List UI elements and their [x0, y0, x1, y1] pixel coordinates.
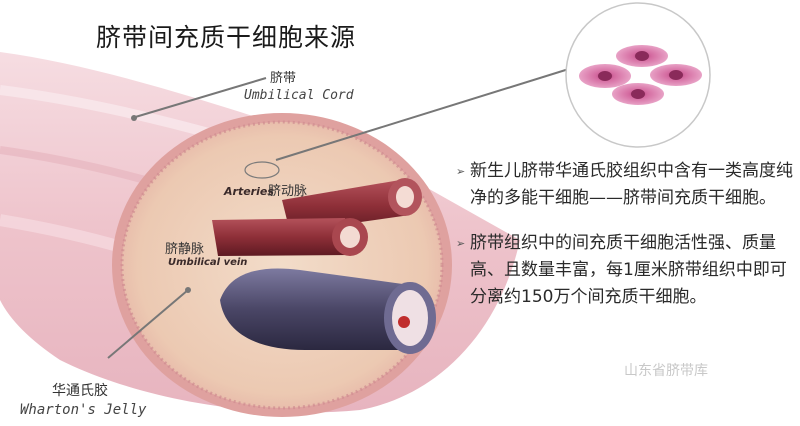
- stem-cell: [579, 64, 631, 88]
- stem-cells-magnified: [565, 2, 711, 148]
- label-cord-zh: 脐带: [270, 71, 297, 86]
- umbilical-vein: [220, 268, 436, 354]
- sample-region: [244, 161, 280, 179]
- description-text: 脐带组织中的间充质干细胞活性强、质量高、且数量丰富，每1厘米脐带组织中即可分离约…: [470, 233, 787, 307]
- stem-cell: [616, 45, 668, 67]
- page-title: 脐带间充质干细胞来源: [96, 23, 357, 52]
- description-list: ➢ 新生儿脐带华通氏胶组织中含有一类高度纯净的多能干细胞——脐带间充质干细胞。 …: [456, 158, 796, 329]
- umbilical-artery: [212, 218, 368, 256]
- label-arteries-en: Arteries: [224, 185, 274, 198]
- description-text: 新生儿脐带华通氏胶组织中含有一类高度纯净的多能干细胞——脐带间充质干细胞。: [470, 161, 793, 208]
- stem-cell: [612, 83, 664, 105]
- label-jelly-en: Wharton's Jelly: [20, 402, 147, 418]
- label-arteries-zh: 脐动脉: [268, 184, 308, 199]
- label-cord-en: Umbilical Cord: [244, 88, 354, 103]
- description-item: ➢ 新生儿脐带华通氏胶组织中含有一类高度纯净的多能干细胞——脐带间充质干细胞。: [456, 158, 796, 212]
- description-item: ➢ 脐带组织中的间充质干细胞活性强、质量高、且数量丰富，每1厘米脐带组织中即可分…: [456, 230, 796, 311]
- bullet-arrow-icon: ➢: [456, 165, 466, 178]
- watermark: 山东省脐带库: [624, 363, 708, 379]
- label-vein-en: Umbilical vein: [168, 257, 248, 268]
- stem-cell: [650, 64, 702, 86]
- bullet-arrow-icon: ➢: [456, 237, 466, 250]
- label-jelly-zh: 华通氏胶: [52, 383, 108, 399]
- label-vein-zh: 脐静脉: [165, 242, 205, 257]
